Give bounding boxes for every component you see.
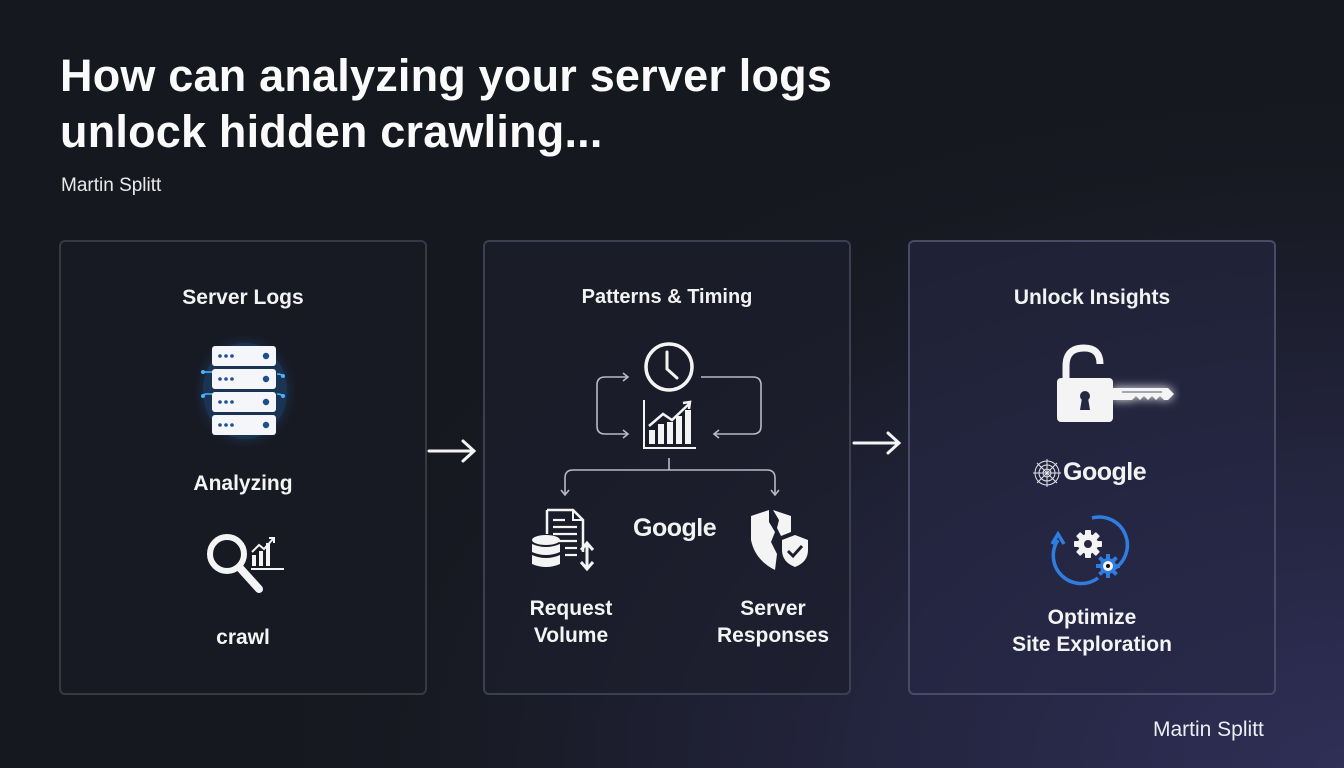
label-server-responses: Server Responses (716, 597, 830, 647)
magnifier-chart-icon (207, 534, 284, 593)
bar-chart-trend-icon (643, 400, 696, 449)
author-subtitle: Martin Splitt (61, 175, 162, 196)
clock-icon (644, 342, 694, 392)
flow-arrow-2 (852, 431, 902, 455)
title-line-1: How can analyzing your server logs (60, 50, 833, 101)
server-rack-icon (201, 343, 287, 439)
flow-arrow-1 (427, 439, 477, 463)
gear-cycle-icon (1050, 515, 1130, 586)
slide-title: How can analyzing your server logs unloc… (60, 48, 832, 160)
panel-title: Patterns & Timing (581, 286, 753, 308)
label-analyzing: Analyzing (193, 472, 293, 495)
author-footer: Martin Splitt (1153, 718, 1264, 741)
google-wordmark: Google (1063, 458, 1147, 486)
label-optimize-site-exploration: Optimize Site Exploration (1012, 606, 1172, 656)
panel-unlock-insights: Unlock Insights Google (908, 240, 1276, 695)
document-database-icon (532, 508, 595, 572)
title-line-2: unlock hidden crawling... (60, 106, 603, 157)
panel-server-logs: Server Logs Analyzing (59, 240, 427, 695)
timing-flow-diagram (560, 342, 780, 497)
panel-title: Unlock Insights (1013, 286, 1171, 309)
lock-key-icon (1057, 344, 1174, 422)
label-request-volume: Request Volume (529, 597, 613, 647)
google-wordmark: Google (633, 514, 717, 542)
label-crawl: crawl (216, 626, 270, 649)
broken-shield-check-icon (751, 510, 811, 570)
spider-web-icon (1033, 459, 1061, 487)
panel-patterns-timing: Patterns & Timing (483, 240, 851, 695)
panel-title: Server Logs (182, 286, 304, 309)
